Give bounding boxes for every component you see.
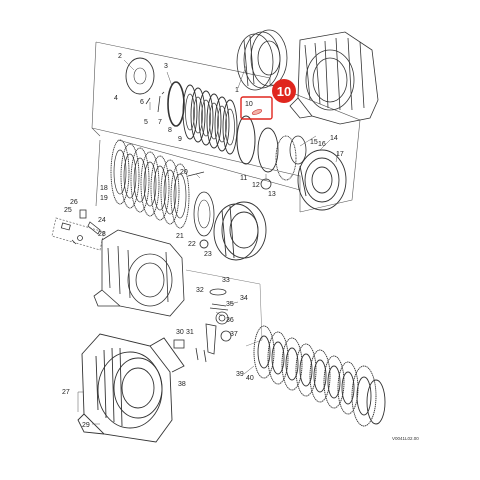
- highlight-badge: [272, 79, 296, 103]
- piston-assembly-drawing: [297, 149, 347, 211]
- upper-housing-drawing: [289, 31, 379, 125]
- callout-31: 31: [186, 329, 194, 336]
- callout-40: 40: [246, 375, 254, 382]
- callout-labels: 1 2 3 4 5 6 7 8 9 11 12 13 14 15 16 17 1…: [62, 53, 344, 429]
- callout-23: 23: [204, 251, 212, 258]
- highlight-badge-label: 10: [277, 84, 291, 99]
- callout-13: 13: [268, 191, 276, 198]
- pin-part-10: [251, 109, 263, 115]
- leader-lines: [77, 59, 339, 425]
- highlighted-part-10: 10 10: [240, 79, 296, 120]
- callout-18: 18: [100, 185, 108, 192]
- drawing-reference-code: V0041L02.00: [392, 436, 419, 441]
- callout-17: 17: [336, 151, 344, 158]
- callout-36: 36: [226, 317, 234, 324]
- callout-1: 1: [235, 87, 239, 94]
- middle-disc-pack: [110, 139, 215, 237]
- callout-38: 38: [178, 381, 186, 388]
- callout-14: 14: [330, 135, 338, 142]
- upper-assembly-frame: [91, 41, 361, 213]
- small-parts-group-left: [51, 209, 105, 251]
- callout-2: 2: [118, 53, 122, 60]
- callout-5: 5: [144, 119, 148, 126]
- lower-housing-drawing: [77, 333, 185, 443]
- callout-21: 21: [176, 233, 184, 240]
- callout-19: 19: [100, 195, 108, 202]
- callout-6: 6: [140, 99, 144, 106]
- callout-24: 24: [98, 217, 106, 224]
- highlight-part-label: 10: [245, 101, 253, 108]
- callout-26: 26: [70, 199, 78, 206]
- callout-16: 16: [318, 141, 326, 148]
- callout-4: 4: [114, 95, 118, 102]
- callout-3: 3: [164, 63, 168, 70]
- callout-22: 22: [188, 241, 196, 248]
- callout-29: 29: [82, 422, 90, 429]
- callout-9: 9: [178, 136, 182, 143]
- callout-11: 11: [240, 175, 247, 182]
- callout-7: 7: [158, 119, 162, 126]
- small-parts-group-center: [173, 269, 263, 363]
- top-clutch-pack: [236, 29, 288, 91]
- upper-disc-row: [125, 57, 307, 190]
- callout-30: 30: [176, 329, 184, 336]
- callout-15: 15: [310, 139, 318, 146]
- lower-disc-pack: [253, 325, 386, 427]
- callout-39: 39: [236, 371, 244, 378]
- callout-33: 33: [222, 277, 230, 284]
- callout-25: 25: [64, 207, 72, 214]
- callout-8: 8: [168, 127, 172, 134]
- callout-34: 34: [240, 295, 248, 302]
- callout-27: 27: [62, 389, 70, 396]
- clutch-drum-drawing: [199, 201, 267, 261]
- callout-12: 12: [252, 182, 260, 189]
- callout-37: 37: [230, 331, 238, 338]
- callout-35: 35: [226, 301, 234, 308]
- highlight-box: [240, 96, 273, 120]
- callout-20: 20: [180, 169, 188, 176]
- callout-32: 32: [196, 287, 204, 294]
- callout-28: 28: [98, 231, 106, 238]
- middle-housing-drawing: [93, 229, 185, 317]
